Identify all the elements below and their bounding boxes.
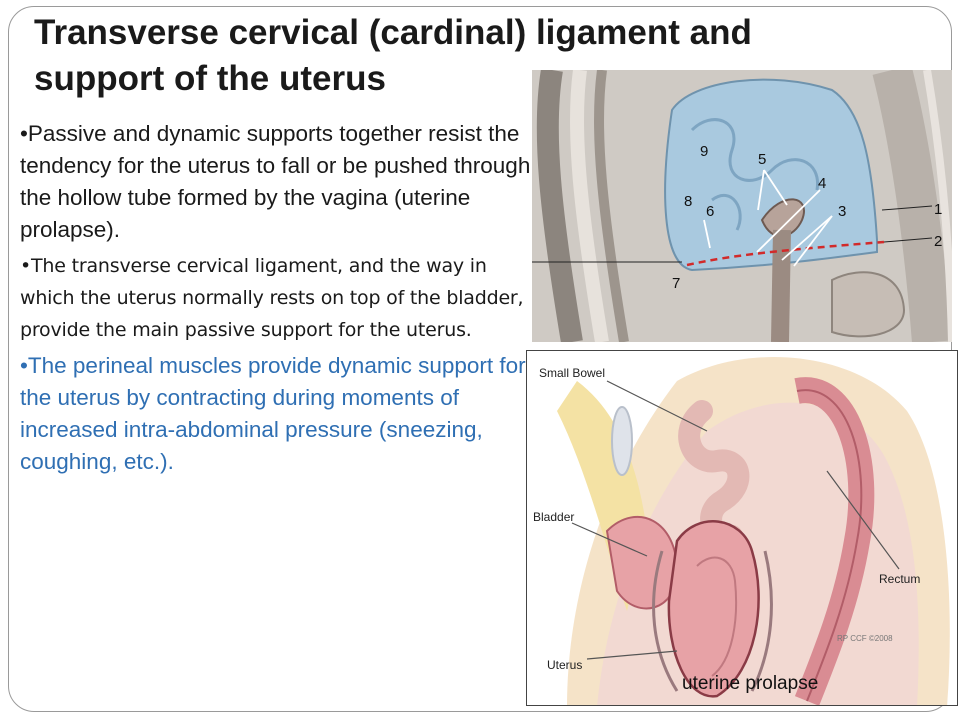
uterine-prolapse-drawing: Small Bowel Bladder Rectum Uterus RP CCF… bbox=[527, 351, 957, 705]
pelvis-sagittal-figure: 9 5 4 8 6 3 1 2 7 bbox=[532, 70, 952, 342]
label-4: 4 bbox=[818, 175, 826, 192]
bullet-text: The transverse cervical ligament, and th… bbox=[20, 255, 524, 341]
title-line-2: support of the uterus bbox=[34, 59, 386, 98]
bullet-text: The perineal muscles provide dynamic sup… bbox=[20, 353, 526, 474]
bullet-marker: • bbox=[20, 121, 28, 146]
bullet-list: •Passive and dynamic supports together r… bbox=[20, 118, 540, 478]
figure-caption: uterine prolapse bbox=[682, 673, 819, 694]
label-1: 1 bbox=[934, 201, 942, 218]
bullet-marker: • bbox=[20, 353, 28, 378]
label-rectum: Rectum bbox=[879, 572, 920, 586]
label-2: 2 bbox=[934, 233, 942, 250]
title-line-1: Transverse cervical (cardinal) ligament … bbox=[34, 13, 752, 52]
label-7: 7 bbox=[672, 275, 680, 292]
illustration-credit: RP CCF ©2008 bbox=[837, 634, 893, 643]
slide-title: Transverse cervical (cardinal) ligament … bbox=[34, 10, 934, 102]
label-bladder: Bladder bbox=[533, 510, 574, 524]
label-8: 8 bbox=[684, 193, 692, 210]
label-6: 6 bbox=[706, 203, 714, 220]
bullet-marker: • bbox=[20, 255, 32, 277]
label-5: 5 bbox=[758, 151, 766, 168]
label-small-bowel: Small Bowel bbox=[539, 366, 605, 380]
label-3: 3 bbox=[838, 203, 846, 220]
label-uterus: Uterus bbox=[547, 658, 582, 672]
bullet-text: Passive and dynamic supports together re… bbox=[20, 121, 531, 242]
bullet-dynamic-support: •The perineal muscles provide dynamic su… bbox=[20, 350, 540, 478]
bullet-passive-dynamic: •Passive and dynamic supports together r… bbox=[20, 118, 540, 246]
uterine-prolapse-figure: Small Bowel Bladder Rectum Uterus RP CCF… bbox=[526, 350, 958, 706]
bullet-passive-support: •The transverse cervical ligament, and t… bbox=[20, 250, 540, 346]
pelvis-sagittal-drawing: 9 5 4 8 6 3 1 2 7 bbox=[532, 70, 952, 342]
label-9: 9 bbox=[700, 143, 708, 160]
